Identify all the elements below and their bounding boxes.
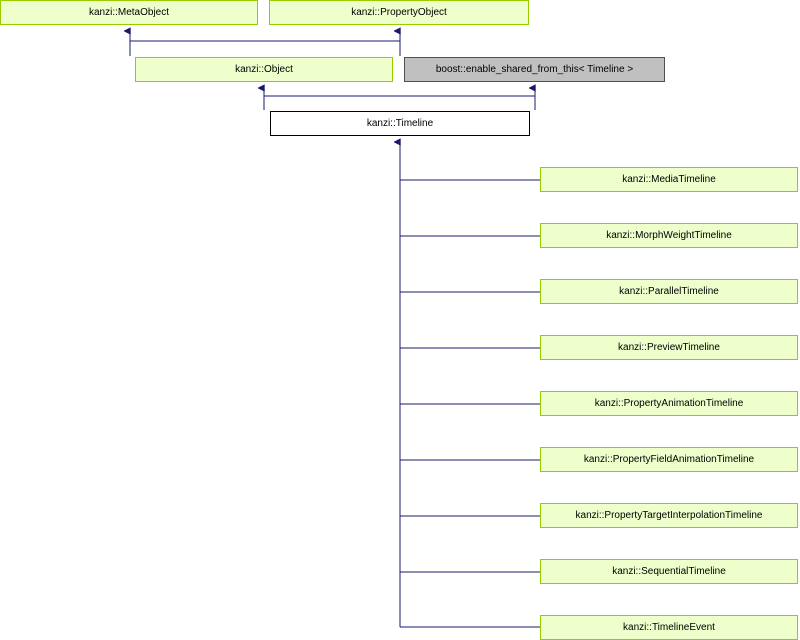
- class-node-kanzi-propertyanimationtimeline[interactable]: kanzi::PropertyAnimationTimeline: [540, 391, 798, 416]
- class-node-kanzi-metaobject[interactable]: kanzi::MetaObject: [0, 0, 258, 25]
- class-node-kanzi-propertyfieldanimationtimeline[interactable]: kanzi::PropertyFieldAnimationTimeline: [540, 447, 798, 472]
- edge-timeline-bus: [263, 95, 536, 110]
- edge-object-bus: [129, 40, 401, 56]
- class-node-kanzi-previewtimeline[interactable]: kanzi::PreviewTimeline: [540, 335, 798, 360]
- class-node-kanzi-propertyobject[interactable]: kanzi::PropertyObject: [269, 0, 529, 25]
- class-node-kanzi-timeline[interactable]: kanzi::Timeline: [270, 111, 530, 136]
- class-node-kanzi-sequentialtimeline[interactable]: kanzi::SequentialTimeline: [540, 559, 798, 584]
- class-node-kanzi-morphweighttimeline[interactable]: kanzi::MorphWeightTimeline: [540, 223, 798, 248]
- class-node-kanzi-object[interactable]: kanzi::Object: [135, 57, 393, 82]
- class-node-kanzi-timelineevent[interactable]: kanzi::TimelineEvent: [540, 615, 798, 640]
- class-node-kanzi-propertytargetinterpolationtimeline[interactable]: kanzi::PropertyTargetInterpolationTimeli…: [540, 503, 798, 528]
- class-node-kanzi-paralleltimeline[interactable]: kanzi::ParallelTimeline: [540, 279, 798, 304]
- class-node-kanzi-mediatimeline[interactable]: kanzi::MediaTimeline: [540, 167, 798, 192]
- class-node-boost-enable-shared-from-this[interactable]: boost::enable_shared_from_this< Timeline…: [404, 57, 665, 82]
